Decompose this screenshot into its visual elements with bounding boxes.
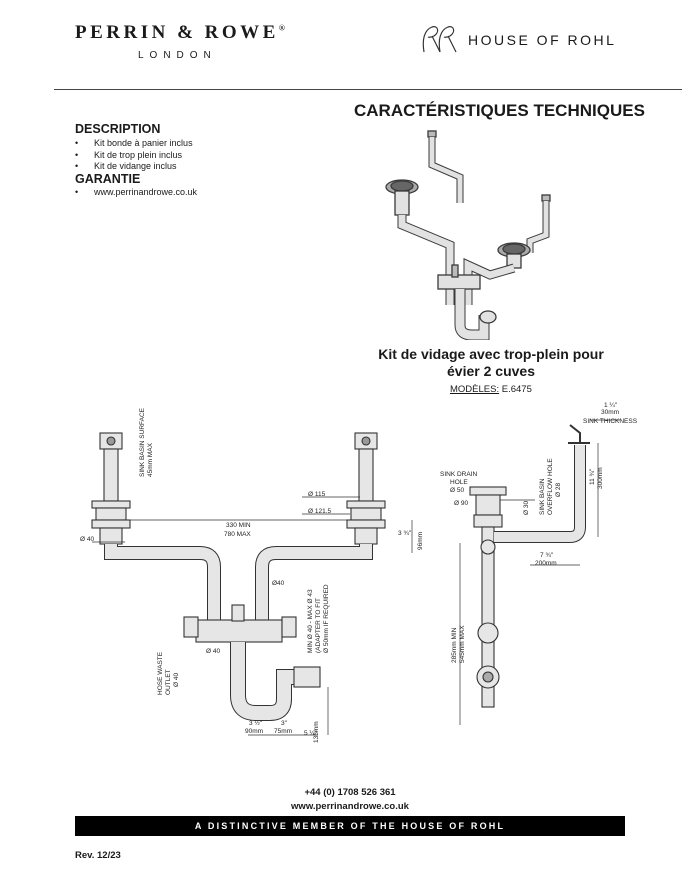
product-illustration bbox=[385, 130, 551, 340]
list-item: Kit de trop plein inclus bbox=[75, 150, 193, 162]
partner-brand: HOUSE OF ROHL bbox=[468, 32, 617, 48]
label-hose-1: HOSE WASTE bbox=[157, 651, 164, 695]
label-hose-3: Ø 40 bbox=[173, 673, 180, 687]
label-3-5in: 3 ½" bbox=[249, 719, 263, 727]
page-title: CARACTÉRISTIQUES TECHNIQUES bbox=[354, 101, 645, 120]
label-sink-thickness: SINK THICKNESS bbox=[583, 418, 638, 425]
list-item: Kit bonde à panier inclus bbox=[75, 138, 193, 150]
label-3-75in: 3 ¾" bbox=[398, 530, 412, 537]
label-d40-bottom: Ø 40 bbox=[206, 648, 220, 655]
label-max45: 45mm MAX bbox=[147, 442, 154, 477]
revision-label: Rev. 12/23 bbox=[75, 850, 121, 861]
label-75mm: 75mm bbox=[274, 728, 292, 735]
label-5-25in: 5 ¼" bbox=[304, 730, 318, 737]
contact-website[interactable]: www.perrinandrowe.co.uk bbox=[291, 801, 409, 812]
label-adapter-1: MIN Ø 40 - MAX Ø 43 bbox=[307, 589, 314, 653]
label-d40-mid: Ø40 bbox=[272, 580, 285, 587]
list-item[interactable]: www.perrinandrowe.co.uk bbox=[75, 187, 197, 199]
label-min330: 330 MIN bbox=[226, 522, 251, 529]
label-sink-basin: SINK BASIN SURFACE bbox=[139, 407, 146, 477]
label-adapter-2: (ADAPTER TO FIT bbox=[315, 598, 322, 653]
rohl-monogram-icon bbox=[422, 26, 457, 53]
warranty-heading: GARANTIE bbox=[75, 172, 141, 186]
label-overflow-3: Ø 28 bbox=[555, 483, 562, 497]
list-item: Kit de vidange inclus bbox=[75, 161, 193, 173]
label-3in: 3" bbox=[281, 720, 288, 727]
label-drain-1: SINK DRAIN bbox=[440, 471, 478, 478]
technical-drawing: SINK BASIN SURFACE 45mm MAX Ø 115 Ø 121.… bbox=[80, 402, 638, 743]
label-overflow-1: SINK BASIN bbox=[539, 478, 546, 515]
label-drain-3: Ø 50 bbox=[450, 487, 464, 494]
warranty-list: www.perrinandrowe.co.uk bbox=[75, 187, 197, 199]
footer-tagline: A DISTINCTIVE MEMBER OF THE HOUSE OF ROH… bbox=[75, 816, 625, 836]
label-90mm: 90mm bbox=[245, 728, 263, 735]
brand-location: LONDON bbox=[138, 50, 217, 61]
label-d115: Ø 115 bbox=[308, 491, 326, 498]
description-list: Kit bonde à panier inclus Kit de trop pl… bbox=[75, 138, 193, 173]
header-divider bbox=[54, 89, 682, 90]
models-label: MODÈLES: E.6475 bbox=[450, 384, 532, 395]
label-min285: 285mm MIN bbox=[451, 627, 458, 663]
label-d40-left: Ø 40 bbox=[80, 536, 94, 543]
label-hose-2: OUTLET bbox=[165, 669, 172, 695]
label-max545: 545mm MAX bbox=[459, 625, 466, 663]
label-d30: Ø 30 bbox=[523, 501, 530, 515]
label-135mm: 135mm bbox=[313, 721, 320, 743]
contact-phone: +44 (0) 1708 526 361 bbox=[304, 787, 396, 798]
brand-logo: PERRIN & ROWE® bbox=[75, 22, 289, 43]
label-30mm: 30mm bbox=[601, 409, 619, 416]
label-300mm: 300mm bbox=[597, 467, 604, 489]
label-96mm: 96mm bbox=[417, 532, 424, 550]
label-7-75in: 7 ¾" bbox=[540, 552, 554, 559]
label-11-75in: 11 ¾" bbox=[589, 468, 596, 485]
description-heading: DESCRIPTION bbox=[75, 122, 161, 136]
label-200mm: 200mm bbox=[535, 560, 557, 567]
label-adapter-3: Ø 50mm IF REQUIRED bbox=[323, 584, 330, 653]
label-d90: Ø 90 bbox=[454, 500, 468, 507]
product-title: Kit de vidage avec trop-plein pour évier… bbox=[378, 346, 604, 379]
label-d121: Ø 121.5 bbox=[308, 508, 332, 515]
label-max780: 780 MAX bbox=[224, 531, 251, 538]
label-1-25in: 1 ¼" bbox=[604, 402, 618, 409]
label-overflow-2: OVERFLOW HOLE bbox=[547, 458, 554, 515]
label-drain-2: HOLE bbox=[450, 479, 468, 486]
